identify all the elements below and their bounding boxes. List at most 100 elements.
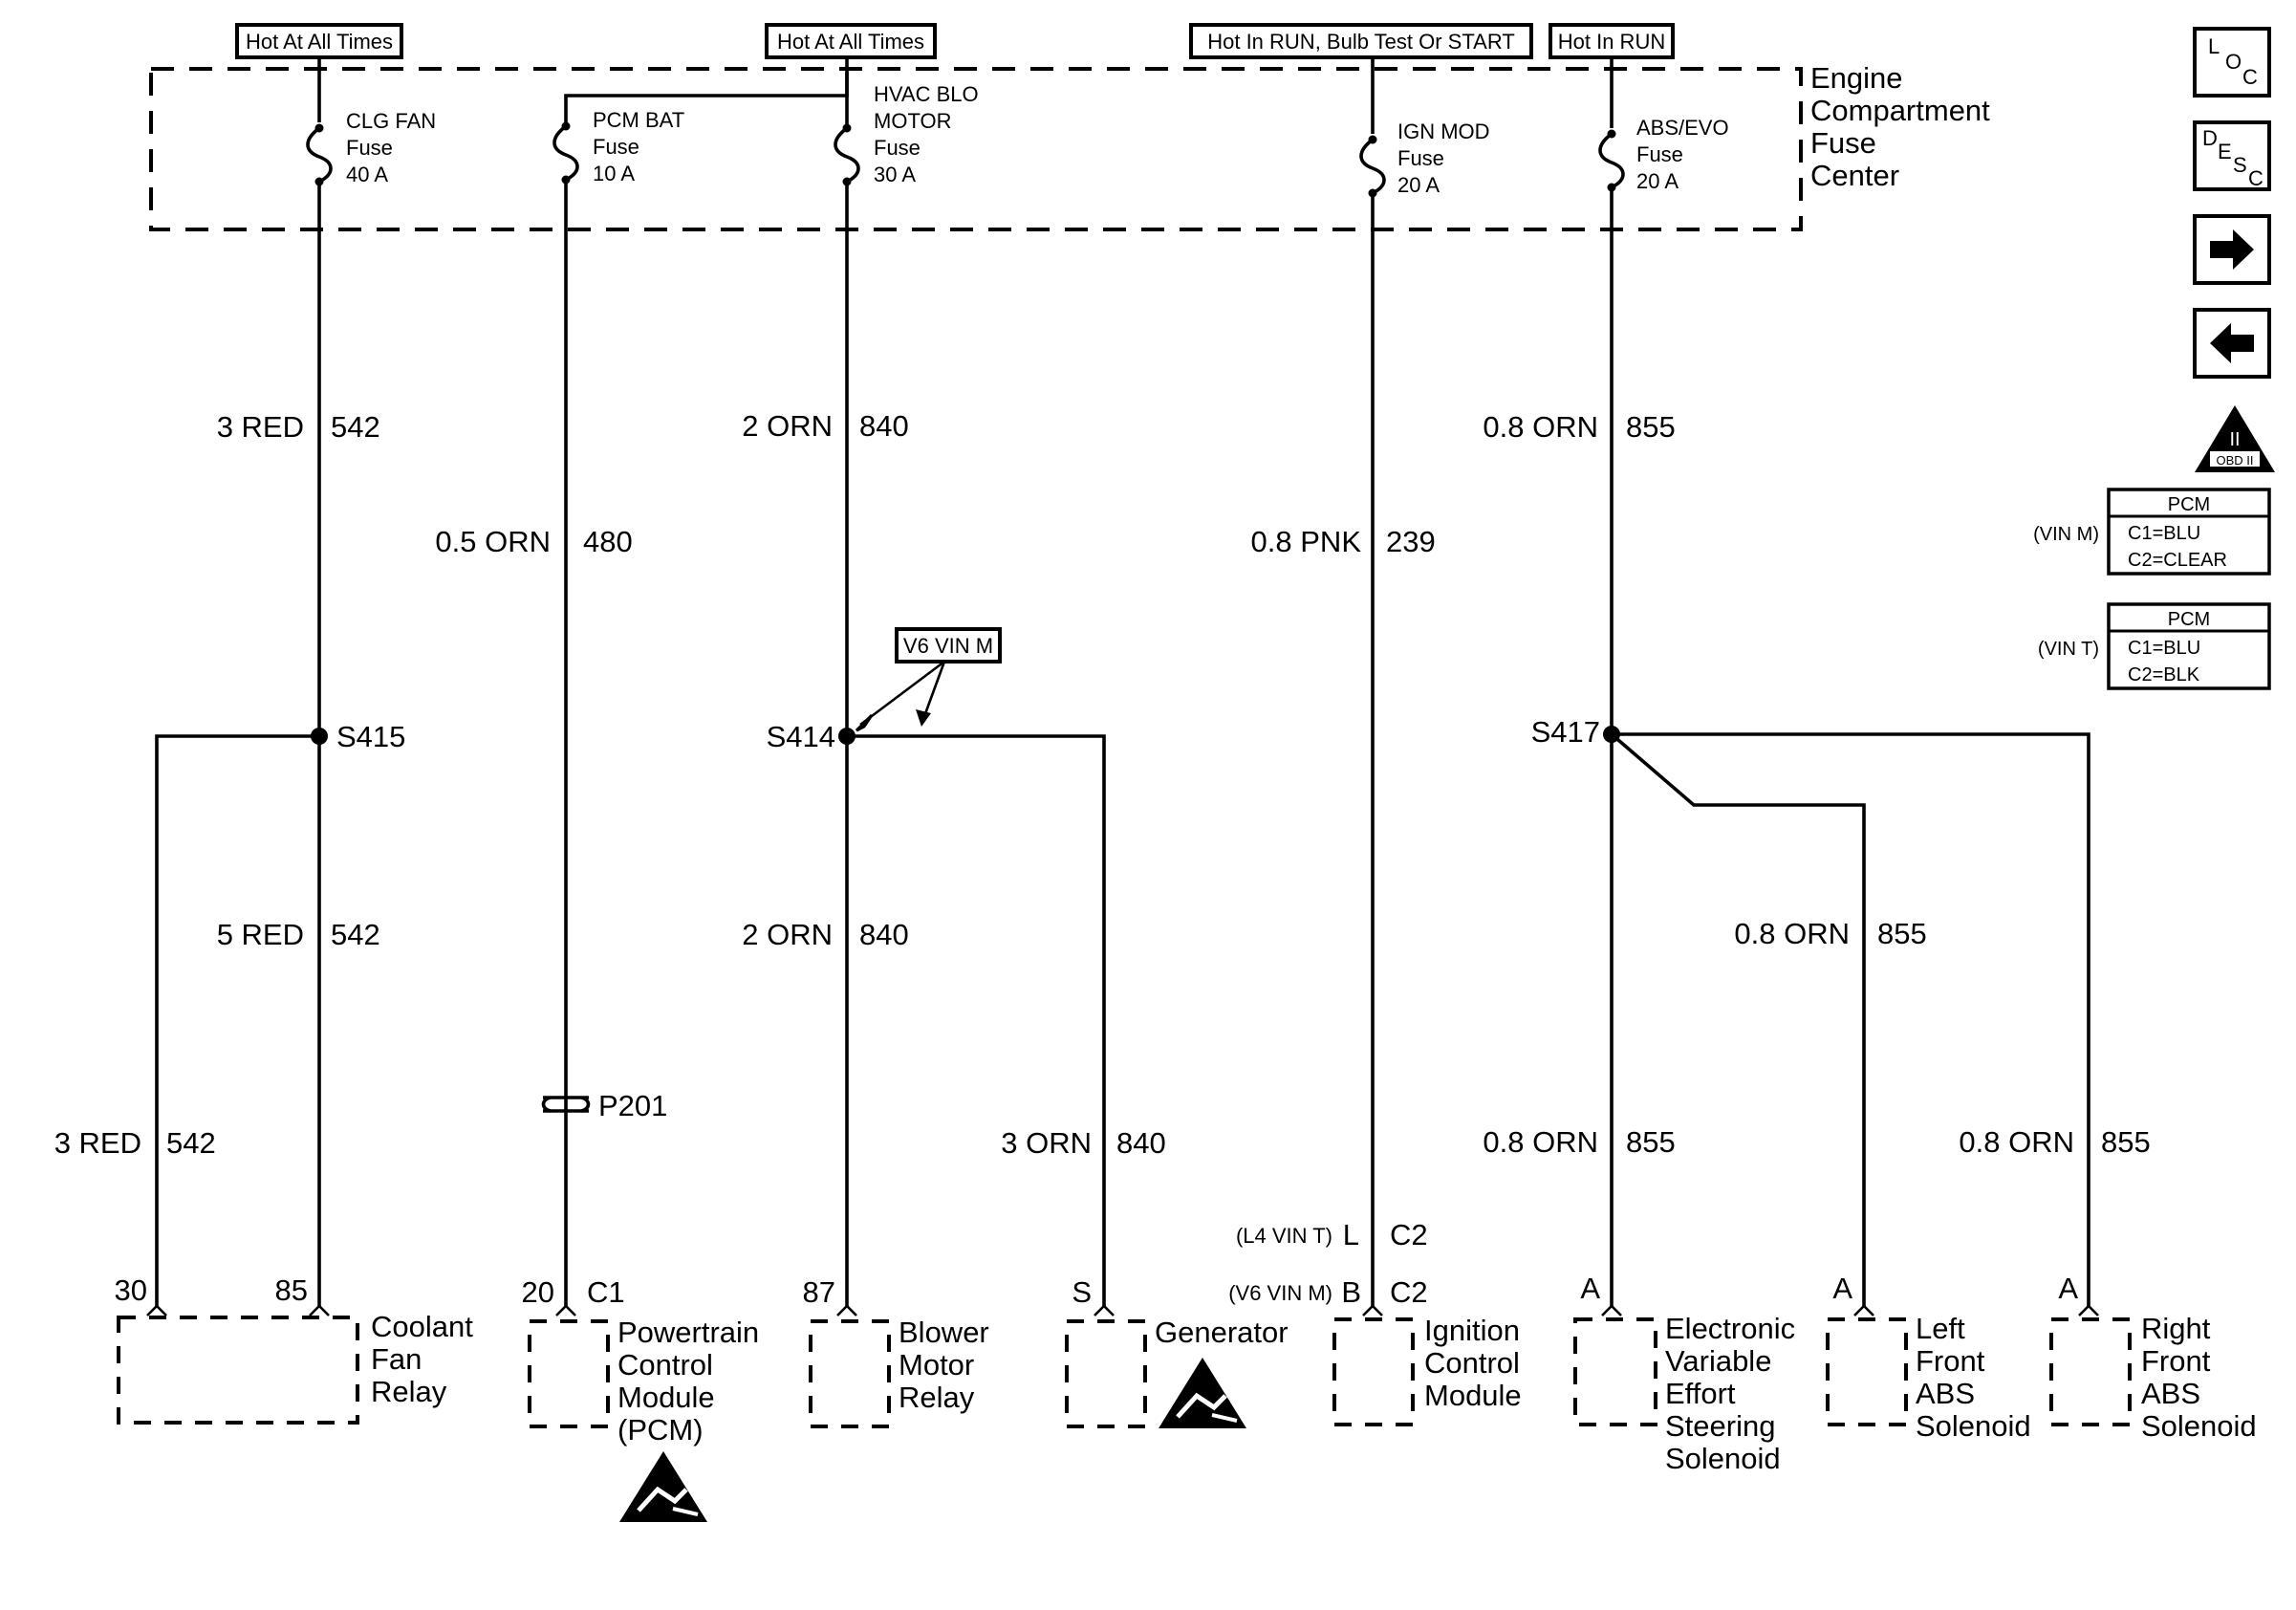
- wire-labels: 3 RED 542 2 ORN 840 0.8 ORN 855 0.5 ORN …: [54, 409, 2151, 1160]
- pin-label: A: [1580, 1272, 1600, 1305]
- wire-label: 3 RED: [217, 410, 304, 444]
- table-variant: (VIN T): [2038, 639, 2099, 660]
- fuse-name: CLG FAN: [346, 109, 436, 133]
- terminal-chevrons: [146, 1304, 2099, 1316]
- fuse-word: Fuse: [346, 136, 393, 160]
- wire-circuit: 542: [166, 1126, 216, 1160]
- table-variant: (VIN M): [2033, 524, 2099, 545]
- pcm-connector-table-vin-m: (VIN M) PCM C1=BLU C2=CLEAR: [2033, 488, 2271, 576]
- fuse-name: ABS/EVO: [1636, 116, 1729, 140]
- power-tag-text: Hot In RUN, Bulb Test Or START: [1207, 30, 1515, 54]
- component-label-line: Front: [2141, 1344, 2211, 1378]
- fuse-name: PCM BAT: [593, 108, 684, 132]
- fuse-center-label: Engine Compartment Fuse Center: [1810, 61, 1990, 192]
- component-label-line: Right: [2141, 1312, 2211, 1345]
- wire-542-branch: [155, 734, 319, 1308]
- wire-circuit: 480: [583, 525, 633, 558]
- wire-840-branch: [847, 734, 1106, 1308]
- splice-s414: [838, 728, 856, 745]
- pin-variant: (V6 VIN M): [1228, 1281, 1332, 1305]
- v6-vin-m-callout: V6 VIN M: [855, 627, 1002, 732]
- pin-label: C2: [1390, 1218, 1428, 1251]
- power-tag-text: Hot At All Times: [777, 30, 924, 54]
- component-label-line: Generator: [1155, 1316, 1289, 1349]
- component-label-line: Front: [1916, 1344, 1985, 1378]
- right-front-abs-solenoid: Right Front ABS Solenoid: [2049, 1312, 2257, 1443]
- component-label-line: Left: [1916, 1312, 1965, 1345]
- fuse-word: Fuse: [1397, 146, 1444, 170]
- fuse-rating: 10 A: [593, 162, 635, 185]
- table-header: PCM: [2168, 609, 2210, 630]
- splice-label: S417: [1531, 715, 1600, 749]
- evo-steering-solenoid: Electronic Variable Effort Steering Sole…: [1573, 1312, 1795, 1475]
- fuse-abs-evo: ABS/EVO Fuse 20 A: [1598, 116, 1729, 193]
- callout-text: V6 VIN M: [903, 634, 993, 658]
- powertrain-control-module: Powertrain Control Module (PCM): [528, 1316, 759, 1447]
- pin-label: 20: [522, 1275, 554, 1309]
- fuse-center-label-line: Engine: [1810, 61, 1903, 95]
- arrow-left-icon[interactable]: [2193, 308, 2271, 379]
- desc-letter: E: [2218, 140, 2232, 163]
- wire-label: 0.8 ORN: [1959, 1125, 2074, 1159]
- component-label-line: (PCM): [617, 1413, 704, 1447]
- fuse-rating: 40 A: [346, 163, 388, 186]
- obd-label: OBD II: [2216, 453, 2253, 468]
- component-label-line: Relay: [899, 1381, 975, 1414]
- wire-label: 3 RED: [54, 1126, 141, 1160]
- component-label-line: Powertrain: [617, 1316, 759, 1349]
- wire-label: 0.8 ORN: [1734, 917, 1850, 950]
- power-tag-hot-in-run-bulb-test-start: Hot In RUN, Bulb Test Or START: [1189, 23, 1533, 59]
- loc-button[interactable]: L O C: [2193, 27, 2271, 98]
- fuse-pcm-bat: PCM BAT Fuse 10 A: [552, 108, 684, 185]
- wire-circuit: 542: [331, 918, 380, 951]
- wire-label: 3 ORN: [1001, 1126, 1092, 1160]
- coolant-fan-relay: Coolant Fan Relay: [117, 1310, 473, 1425]
- obd-ii-icon[interactable]: II OBD II: [2195, 405, 2275, 472]
- component-label-line: Blower: [899, 1316, 989, 1349]
- pin-label: A: [1832, 1272, 1852, 1305]
- power-tag-text: Hot In RUN: [1558, 30, 1665, 54]
- wire-label: 2 ORN: [742, 918, 833, 951]
- wire-label: 2 ORN: [742, 409, 833, 443]
- blower-motor-relay: Blower Motor Relay: [809, 1316, 989, 1428]
- generator: Generator: [1065, 1316, 1289, 1428]
- wire-label: 5 RED: [217, 918, 304, 951]
- fuse-word: Fuse: [593, 135, 639, 159]
- pin-label: A: [2058, 1272, 2078, 1305]
- fuse-rating: 30 A: [874, 163, 916, 186]
- pin-label: C1: [587, 1275, 625, 1309]
- pin-label: C2: [1390, 1275, 1428, 1309]
- splice-s417: [1603, 726, 1620, 743]
- component-label-line: ABS: [2141, 1377, 2200, 1410]
- component-label-line: Control: [1424, 1346, 1520, 1380]
- power-tag-hot-at-all-times-1: Hot At All Times: [235, 23, 403, 59]
- splice-label: S414: [767, 720, 835, 753]
- component-label-line: Fan: [371, 1342, 422, 1376]
- component-label-line: Electronic: [1665, 1312, 1795, 1345]
- pin-variant: (L4 VIN T): [1236, 1224, 1332, 1248]
- wire-circuit: 855: [1626, 1125, 1676, 1159]
- table-row: C1=BLU: [2128, 638, 2200, 659]
- left-front-abs-solenoid: Left Front ABS Solenoid: [1826, 1312, 2031, 1443]
- fuse-word: Fuse: [1636, 142, 1683, 166]
- power-tag-hot-in-run: Hot In RUN: [1549, 23, 1675, 59]
- fuse-name: IGN MOD: [1397, 120, 1490, 143]
- power-tag-hot-at-all-times-2: Hot At All Times: [765, 23, 937, 59]
- desc-letter: D: [2202, 126, 2218, 150]
- wire-855-branch-lf: [1610, 732, 1866, 1308]
- connector-label: P201: [598, 1089, 667, 1122]
- inline-connector-p201: P201: [541, 1089, 667, 1122]
- pin-label: B: [1341, 1275, 1361, 1309]
- fuse-center-outline: [149, 67, 1803, 231]
- obd-numeral: II: [2229, 429, 2240, 450]
- component-label-line: Ignition: [1424, 1314, 1520, 1347]
- fuse-clg-fan: CLG FAN Fuse 40 A: [306, 109, 436, 186]
- fuse-hvac-blo-motor: HVAC BLO MOTOR Fuse 30 A: [834, 82, 979, 186]
- fuse-center-label-line: Center: [1810, 159, 1899, 192]
- desc-button[interactable]: D E S C: [2193, 120, 2271, 191]
- component-label-line: Solenoid: [2141, 1409, 2257, 1443]
- loc-letter: O: [2225, 50, 2242, 74]
- loc-letter: C: [2242, 65, 2258, 89]
- wire-circuit: 840: [859, 918, 909, 951]
- arrow-right-icon[interactable]: [2193, 214, 2271, 285]
